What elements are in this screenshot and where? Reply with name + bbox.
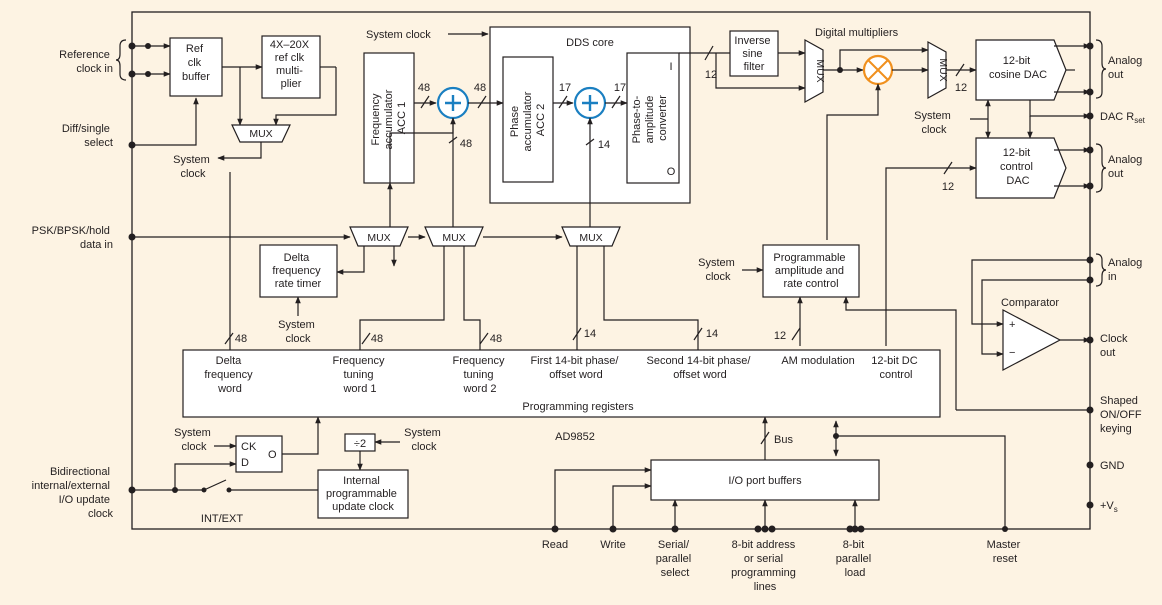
- bus-width-48-d: 48: [235, 333, 247, 345]
- pin-psk-data-in: PSK/BPSK/hold data in: [32, 225, 113, 251]
- prog-amplitude-block: [762, 244, 860, 298]
- pin-update-clock: Bidirectional internal/external I/O upda…: [32, 466, 114, 520]
- pin-vs: +Vs: [1100, 500, 1118, 514]
- flip-flop-o: O: [268, 449, 277, 461]
- register-delta-frequency-word: Delta frequency word: [204, 355, 255, 395]
- phase-mux-label: MUX: [442, 232, 465, 244]
- register-first-phase-offset: First 14-bit phase/ offset word: [530, 355, 621, 381]
- sysclk-label-amplitude: System clock: [698, 257, 738, 283]
- pac-output-marker: O: [667, 166, 676, 178]
- sysclk-label-dac: System clock: [914, 110, 954, 136]
- flip-flop-ck: CK: [241, 441, 257, 453]
- bus-width-12-a: 12: [705, 69, 717, 81]
- inverse-sine-filter-label: Inverse sine filter: [734, 35, 773, 73]
- flip-flop-block: [235, 435, 283, 473]
- io-port-buffers-label: I/O port buffers: [728, 475, 802, 487]
- bus-width-48-e: 48: [371, 333, 383, 345]
- output-mux-2-label: MUX: [937, 58, 949, 81]
- programming-registers-label: Programming registers: [522, 401, 634, 413]
- bus-width-48-f: 48: [490, 333, 502, 345]
- ref-clk-buffer-label: Ref clk buffer: [182, 43, 210, 83]
- io-port-buffers-block: [650, 459, 880, 501]
- freq-mux: [349, 226, 409, 247]
- register-am-modulation: AM modulation: [781, 355, 854, 367]
- sysclk-label-ff: System clock: [174, 427, 214, 453]
- bus-width-12-d: 12: [774, 330, 786, 342]
- offset-mux: [561, 226, 621, 247]
- pin-analog-in: Analog in: [1108, 257, 1145, 283]
- bus-width-14-a: 14: [598, 139, 610, 151]
- ref-clk-multiplier-label: 4X–20X ref clk multi- plier: [270, 39, 312, 90]
- bus-width-14-b: 14: [584, 328, 596, 340]
- offset-mux-label: MUX: [579, 232, 602, 244]
- pin-gnd: GND: [1100, 460, 1125, 472]
- freq-mux-label: MUX: [367, 232, 390, 244]
- bus-width-17-b: 17: [614, 82, 626, 94]
- bus-width-48-b: 48: [474, 82, 486, 94]
- pac-input-marker: I: [669, 61, 672, 73]
- phase-accumulator-block: [502, 56, 554, 183]
- comparator-block: [1002, 309, 1062, 371]
- control-dac-label: 12-bit control DAC: [1000, 147, 1036, 187]
- internal-update-clock-block: [317, 469, 409, 519]
- bus-width-48-c: 48: [460, 138, 472, 150]
- bus-width-12-b: 12: [955, 82, 967, 94]
- phase-mux: [424, 226, 484, 247]
- phase-accumulator-label: Phase accumulator ACC 2: [509, 89, 547, 152]
- divider-label: ÷2: [354, 438, 366, 450]
- ref-clk-buffer-block: [169, 37, 223, 97]
- pin-master-reset: Master reset: [987, 539, 1024, 565]
- pin-analog-out-2: Analog out: [1108, 154, 1145, 180]
- cosine-dac-block: [975, 39, 1067, 101]
- control-dac-block: [975, 137, 1067, 199]
- sysclk-label-divider: System clock: [404, 427, 444, 453]
- frequency-accumulator-label: Frequency accumulator ACC 1: [370, 87, 408, 150]
- bus-label: Bus: [774, 434, 793, 446]
- pin-parallel-load: 8-bit parallel load: [836, 539, 875, 579]
- digital-multipliers-label: Digital multipliers: [815, 27, 899, 39]
- pin-dac-rset: DAC Rset: [1100, 111, 1146, 125]
- register-frequency-tuning-word-1: Frequency tuning word 1: [332, 355, 387, 395]
- comparator-label: Comparator: [1001, 297, 1059, 309]
- dds-core-label: DDS core: [566, 37, 614, 49]
- pin-clock-out: Clock out: [1100, 333, 1131, 359]
- pin-diff-single-select: Diff/single select: [62, 123, 113, 149]
- cosine-dac-label: 12-bit cosine DAC: [989, 55, 1047, 81]
- bus-width-48-a: 48: [418, 82, 430, 94]
- ref-mux: [231, 124, 291, 143]
- register-frequency-tuning-word-2: Frequency tuning word 2: [452, 355, 507, 395]
- pin-analog-out-1: Analog out: [1108, 55, 1145, 81]
- pin-write: Write: [600, 539, 625, 551]
- output-mux-1-label: MUX: [814, 59, 826, 82]
- phase-to-amplitude-label: Phase-to- amplitude converter: [631, 93, 669, 144]
- bus-width-14-c: 14: [706, 328, 718, 340]
- delta-rate-timer-label: Delta frequency rate timer: [272, 252, 323, 290]
- flip-flop-d: D: [241, 457, 249, 469]
- int-ext-label: INT/EXT: [201, 513, 243, 525]
- pin-reference-clock-in: Reference clock in: [59, 49, 113, 75]
- sysclk-label-refmux: System clock: [173, 154, 213, 180]
- sysclk-label-timer: System clock: [278, 319, 318, 345]
- ref-mux-label: MUX: [249, 128, 272, 140]
- register-12-bit-dc-control: 12-bit DC control: [871, 355, 921, 381]
- bus-width-12-c: 12: [942, 181, 954, 193]
- pin-read: Read: [542, 539, 568, 551]
- comparator-minus: −: [1009, 347, 1015, 359]
- output-mux-2: [927, 40, 947, 100]
- internal-update-clock-label: Internal programmable update clock: [326, 475, 400, 513]
- bus-width-17-a: 17: [559, 82, 571, 94]
- pin-shaped-keying: Shaped ON/OFF keying: [1100, 395, 1145, 435]
- chip-name: AD9852: [555, 431, 595, 443]
- output-mux-1: [804, 38, 824, 104]
- register-second-phase-offset: Second 14-bit phase/ offset word: [646, 355, 753, 381]
- sysclk-label-dds: System clock: [366, 29, 431, 41]
- prog-amplitude-label: Programmable amplitude and rate control: [773, 252, 848, 290]
- frequency-accumulator-block: [363, 52, 415, 184]
- pin-address-lines: 8-bit address or serial programming line…: [731, 539, 799, 593]
- phase-to-amplitude-block: [626, 52, 680, 184]
- pin-serial-parallel-select: Serial/ parallel select: [656, 539, 695, 579]
- comparator-plus: +: [1009, 319, 1015, 331]
- programming-registers-block: [182, 349, 941, 418]
